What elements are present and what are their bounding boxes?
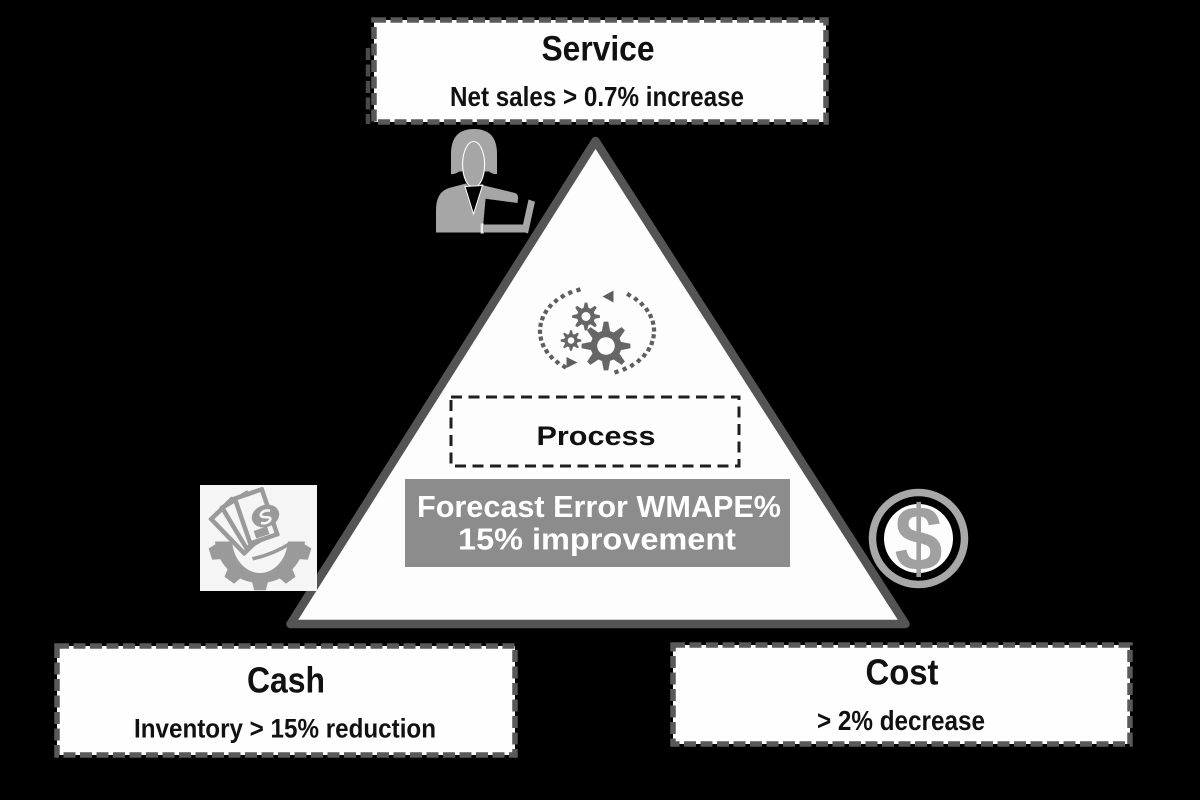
svg-text:Inventory > 15% reduction: Inventory > 15% reduction bbox=[134, 714, 436, 744]
svg-text:Cash: Cash bbox=[247, 660, 325, 701]
svg-text:Service: Service bbox=[542, 30, 655, 69]
svg-text:15% improvement: 15% improvement bbox=[458, 522, 736, 557]
svg-text:Net sales > 0.7% increase: Net sales > 0.7% increase bbox=[450, 81, 744, 112]
svg-text:$: $ bbox=[895, 488, 943, 590]
svg-text:Process: Process bbox=[537, 421, 656, 451]
svg-text:> 2% decrease: > 2% decrease bbox=[817, 705, 985, 736]
svg-text:Forecast Error WMAPE%: Forecast Error WMAPE% bbox=[417, 489, 781, 524]
svg-text:Cost: Cost bbox=[866, 652, 939, 693]
